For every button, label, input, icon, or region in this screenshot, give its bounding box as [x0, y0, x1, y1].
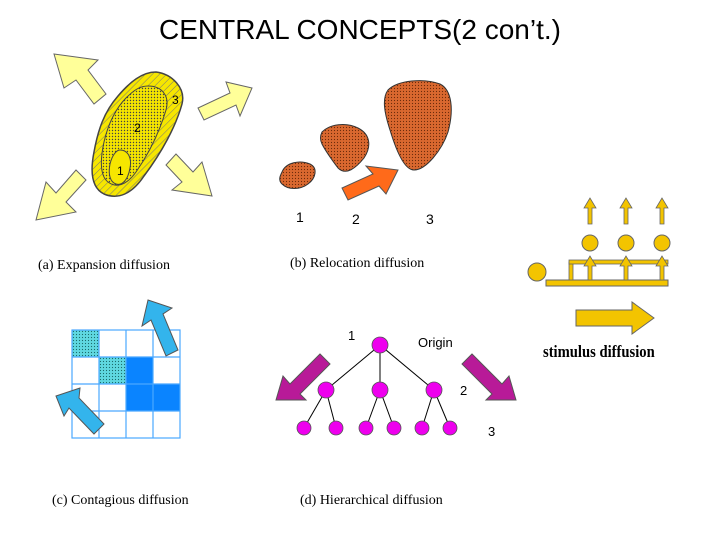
- contagious-diagram: [55, 299, 181, 439]
- hierarchy-label-2: 2: [460, 383, 467, 398]
- expansion-zone-1: [108, 149, 131, 185]
- hierarchy-label-1: 1: [348, 328, 355, 343]
- contagious-cell-dark: [153, 384, 180, 411]
- relocation-diagram: 1 2 3: [279, 80, 452, 227]
- hierarchy-node: [296, 420, 312, 436]
- relocation-blob-3: [383, 80, 452, 171]
- hierarchy-node: [386, 420, 402, 436]
- stimulus-origin-dot: [527, 262, 547, 282]
- hierarchical-diagram: 1 Origin 2 3: [275, 328, 517, 439]
- hierarchy-node: [425, 381, 443, 399]
- expansion-label-3: 3: [172, 93, 179, 107]
- relocation-caption: (b) Relocation diffusion: [290, 256, 425, 271]
- stimulus-arrow-up-1: [583, 197, 597, 225]
- expansion-arrow-down-right: [165, 153, 213, 197]
- contagious-cell-light: [72, 330, 99, 357]
- stimulus-direction-arrow: [575, 301, 655, 335]
- stimulus-dot-2: [617, 234, 635, 252]
- stimulus-dot-1: [581, 234, 599, 252]
- stimulus-caption: stimulus diffusion: [543, 342, 655, 361]
- relocation-arrow: [341, 165, 399, 201]
- stimulus-diagram: [527, 197, 671, 335]
- stimulus-arrow-up-3: [655, 197, 669, 225]
- slide-title: CENTRAL CONCEPTS(2 con’t.): [159, 14, 561, 45]
- hierarchy-origin-label: Origin: [418, 335, 453, 350]
- expansion-caption: (a) Expansion diffusion: [38, 258, 170, 273]
- stimulus-arrow-low-2: [619, 255, 633, 281]
- stimulus-arrow-low-1: [583, 255, 597, 281]
- hierarchy-node: [414, 420, 430, 436]
- stimulus-bar: [568, 259, 669, 265]
- relocation-blob-1: [279, 161, 316, 189]
- hierarchy-node: [328, 420, 344, 436]
- hierarchical-caption: (d) Hierarchical diffusion: [300, 493, 443, 508]
- contagious-cell-dark: [126, 357, 153, 384]
- hierarchy-node: [317, 381, 335, 399]
- expansion-arrow-up-left: [53, 53, 107, 105]
- hierarchy-node: [442, 420, 458, 436]
- expansion-label-1: 1: [117, 164, 124, 178]
- contagious-caption: (c) Contagious diffusion: [52, 493, 189, 508]
- stimulus-stem: [568, 261, 574, 281]
- stimulus-arrow-up-2: [619, 197, 633, 225]
- hierarchy-node: [358, 420, 374, 436]
- contagious-arrow-up-right: [141, 299, 179, 357]
- expansion-diagram: 1 2 3: [35, 53, 253, 221]
- relocation-label-2: 2: [352, 211, 360, 227]
- hierarchy-node: [371, 381, 389, 399]
- contagious-cell-light: [99, 357, 126, 384]
- hierarchy-arrow-right: [461, 353, 517, 401]
- expansion-arrow-down-left: [35, 169, 87, 221]
- stimulus-arrow-low-3: [655, 255, 669, 281]
- contagious-arrow-down-left: [55, 387, 105, 435]
- expansion-arrow-up-right: [197, 81, 253, 121]
- hierarchy-label-3: 3: [488, 424, 495, 439]
- contagious-grid: [71, 329, 181, 439]
- expansion-label-2: 2: [134, 121, 141, 135]
- stimulus-baseline: [545, 279, 669, 287]
- relocation-blob-2: [320, 124, 370, 172]
- hierarchy-arrow-left: [275, 353, 331, 401]
- relocation-label-3: 3: [426, 211, 434, 227]
- relocation-label-1: 1: [296, 209, 304, 225]
- hierarchy-node-origin: [371, 336, 389, 354]
- stimulus-dot-3: [653, 234, 671, 252]
- contagious-cell-dark: [126, 384, 153, 411]
